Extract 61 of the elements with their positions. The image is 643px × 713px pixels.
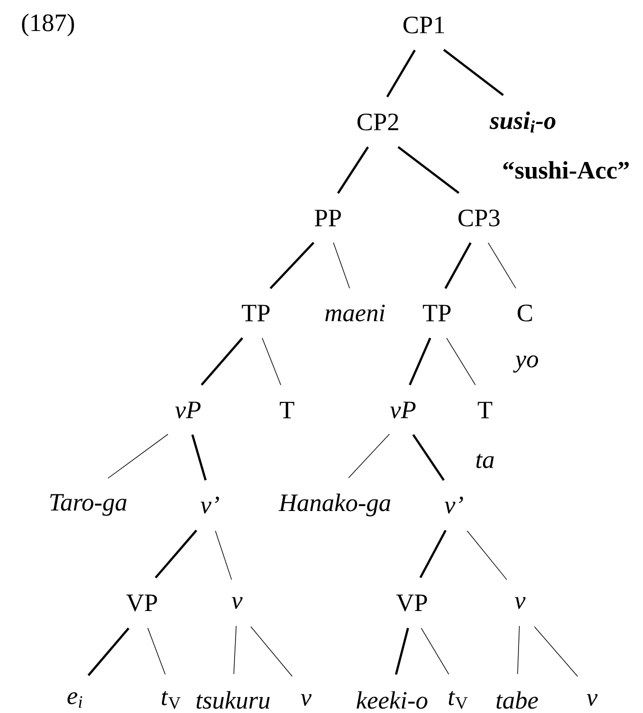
branch-line: [444, 242, 472, 289]
tree-label: VP: [396, 594, 427, 612]
branch-line: [398, 146, 460, 194]
tree-label: Hanako-ga: [278, 494, 390, 516]
tree-label: v’: [200, 496, 219, 514]
leaf-word: ta: [476, 454, 494, 468]
tree-label: v: [300, 694, 312, 706]
branch-line: [333, 242, 350, 289]
tree-label: t$_{V}$: [162, 690, 181, 710]
branch-line: [348, 434, 390, 478]
branch-line: [419, 530, 447, 578]
branch-line: [147, 628, 166, 675]
branch-line: [517, 626, 520, 674]
tree-label: VP: [126, 594, 157, 612]
branch-line: [250, 626, 293, 677]
branch-line: [394, 628, 410, 675]
branch-line: [191, 434, 207, 480]
branch-line: [408, 338, 432, 386]
tree-label: susi$_{i}$-o: [490, 111, 556, 133]
tree-label: v: [586, 694, 598, 706]
branch-line: [270, 242, 314, 290]
tree-label: maeni: [325, 304, 385, 322]
branch-line: [262, 338, 282, 386]
branch-line: [466, 530, 508, 580]
tree-label: CP1: [403, 16, 444, 34]
branch-line: [154, 530, 198, 578]
tree-label: T: [478, 402, 492, 418]
branch-line: [488, 242, 516, 289]
branch-line: [215, 530, 232, 580]
tree-label: tabe: [496, 691, 538, 709]
tree-label: TP: [242, 304, 270, 322]
gloss-text: “sushi-Acc”: [503, 161, 629, 179]
leaf-word: yo: [513, 355, 538, 373]
tree-label: vP: [390, 402, 416, 418]
tree-label: tsukuru: [196, 691, 270, 709]
branch-line: [412, 434, 445, 481]
branch-line: [233, 626, 237, 674]
branch-line: [420, 628, 450, 675]
tree-label: CP2: [357, 114, 398, 130]
branch-line: [446, 338, 476, 386]
tree-label: Taro-ga: [50, 494, 126, 516]
branch-line: [337, 146, 369, 194]
tree-label: CP3: [458, 210, 500, 226]
branch-line: [108, 434, 168, 479]
tree-label: v: [514, 597, 526, 609]
branch-line: [443, 48, 504, 96]
tree-label: PP: [314, 210, 341, 226]
tree-label: v: [232, 597, 243, 609]
tree-label: C: [518, 304, 532, 322]
tree-label: vP: [175, 402, 201, 418]
tree-label: TP: [422, 304, 451, 322]
branch-line: [200, 337, 244, 386]
tree-label: T: [280, 402, 294, 418]
tree-label: keeki-o: [356, 691, 428, 709]
tree-label: e$_{i}$: [68, 692, 82, 708]
tree-label: v’: [444, 496, 463, 514]
tree-label: t$_{V}$: [448, 690, 468, 710]
branch-line: [386, 50, 416, 98]
branch-line: [88, 628, 130, 676]
example-number: (187): [22, 14, 74, 36]
branch-line: [534, 626, 578, 677]
